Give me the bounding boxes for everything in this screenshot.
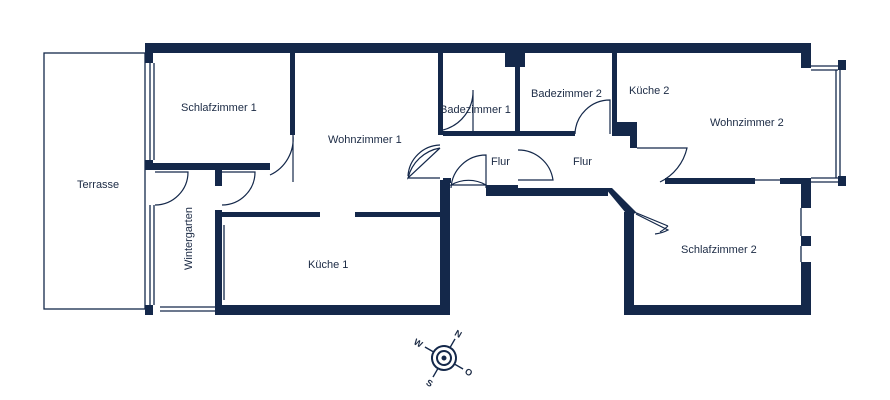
thin-lines <box>43 52 841 312</box>
door-schlaf1-wz1 <box>269 134 294 182</box>
wall-wz2-bottom-b <box>780 178 811 184</box>
room-labels: Schlafzimmer 1 Wohnzimmer 1 Badezimmer 1… <box>77 85 784 271</box>
wall-schlaf1-bottom <box>153 163 270 170</box>
wall-top-right <box>801 43 811 68</box>
compass-north: N <box>453 328 464 340</box>
door-wg-kueche1 <box>221 171 256 206</box>
wall-bottom-kueche1 <box>215 305 450 315</box>
door-flur-wz1 <box>406 147 441 180</box>
wall-bad1-right <box>515 53 520 136</box>
wall-flur-bottom-b <box>486 185 518 190</box>
compass-south: S <box>424 377 434 389</box>
wall-kueche1-right <box>440 180 450 315</box>
door-bad1 <box>442 89 474 131</box>
wall-schlaf2-bottom <box>624 305 811 315</box>
compass-west: W <box>412 337 425 350</box>
wall-flur-bottom-a <box>443 178 451 183</box>
wall-kueche2-right <box>630 122 637 148</box>
wall-kueche1-top-b <box>355 212 450 217</box>
wall-flur-bottom-c <box>486 188 608 196</box>
doors <box>154 89 688 235</box>
door-schlaf2 <box>635 213 670 235</box>
label-wintergarten: Wintergarten <box>183 207 195 270</box>
wall-schlaf2-right <box>801 262 811 315</box>
wall-bad2-right <box>612 53 617 136</box>
wall-bad1-bottom <box>443 131 515 136</box>
label-flur-1: Flur <box>491 156 510 168</box>
door-wg-schlaf1 <box>154 171 189 206</box>
wall-top <box>145 43 811 53</box>
wall-flur-diagonal <box>605 188 636 218</box>
label-schlafzimmer-2: Schlafzimmer 2 <box>681 244 757 256</box>
label-wohnzimmer-1: Wohnzimmer 1 <box>328 134 402 146</box>
wall-left-schlaf1 <box>145 43 153 63</box>
wall-schlaf1-right-a <box>290 53 295 135</box>
label-badezimmer-2: Badezimmer 2 <box>531 88 602 100</box>
label-wohnzimmer-2: Wohnzimmer 2 <box>710 117 784 129</box>
door-flur-1 <box>517 149 554 181</box>
label-terrasse: Terrasse <box>77 179 119 191</box>
wall-schlaf2-right-top <box>801 178 811 208</box>
door-wz2 <box>637 147 688 183</box>
door-schlaf2-b <box>633 211 669 233</box>
compass-east: O <box>463 366 474 378</box>
wall-wz2-bottom <box>665 178 755 184</box>
wall-bad-shaft <box>505 53 525 67</box>
door-bad2 <box>574 99 611 135</box>
compass-center <box>441 355 447 361</box>
compass-rose-icon: N O S W <box>412 328 474 389</box>
wall-schlaf2-left <box>624 212 634 315</box>
terrasse-outline <box>43 52 146 310</box>
label-badezimmer-1: Badezimmer 1 <box>440 104 511 116</box>
wall-schlaf2-stub <box>801 236 811 246</box>
wall-bad1-left <box>438 53 443 135</box>
wall-bad2-bottom-a <box>520 131 575 136</box>
label-flur-2: Flur <box>573 156 592 168</box>
label-kueche-2: Küche 2 <box>629 85 669 97</box>
wall-wg-right <box>215 170 222 186</box>
label-schlafzimmer-1: Schlafzimmer 1 <box>181 102 257 114</box>
door-flur-entry <box>448 154 489 189</box>
label-kueche-1: Küche 1 <box>308 259 348 271</box>
wall-wg-right-b <box>215 210 222 315</box>
wall-kueche1-top-a <box>222 212 320 217</box>
wall-bay-corner-bottom <box>838 176 846 186</box>
wall-bay-corner-top <box>838 60 846 70</box>
door-flur-wz1-b <box>407 144 441 179</box>
wall-left-wg <box>145 160 153 170</box>
walls <box>145 43 846 315</box>
wall-bottom-left <box>145 305 153 315</box>
